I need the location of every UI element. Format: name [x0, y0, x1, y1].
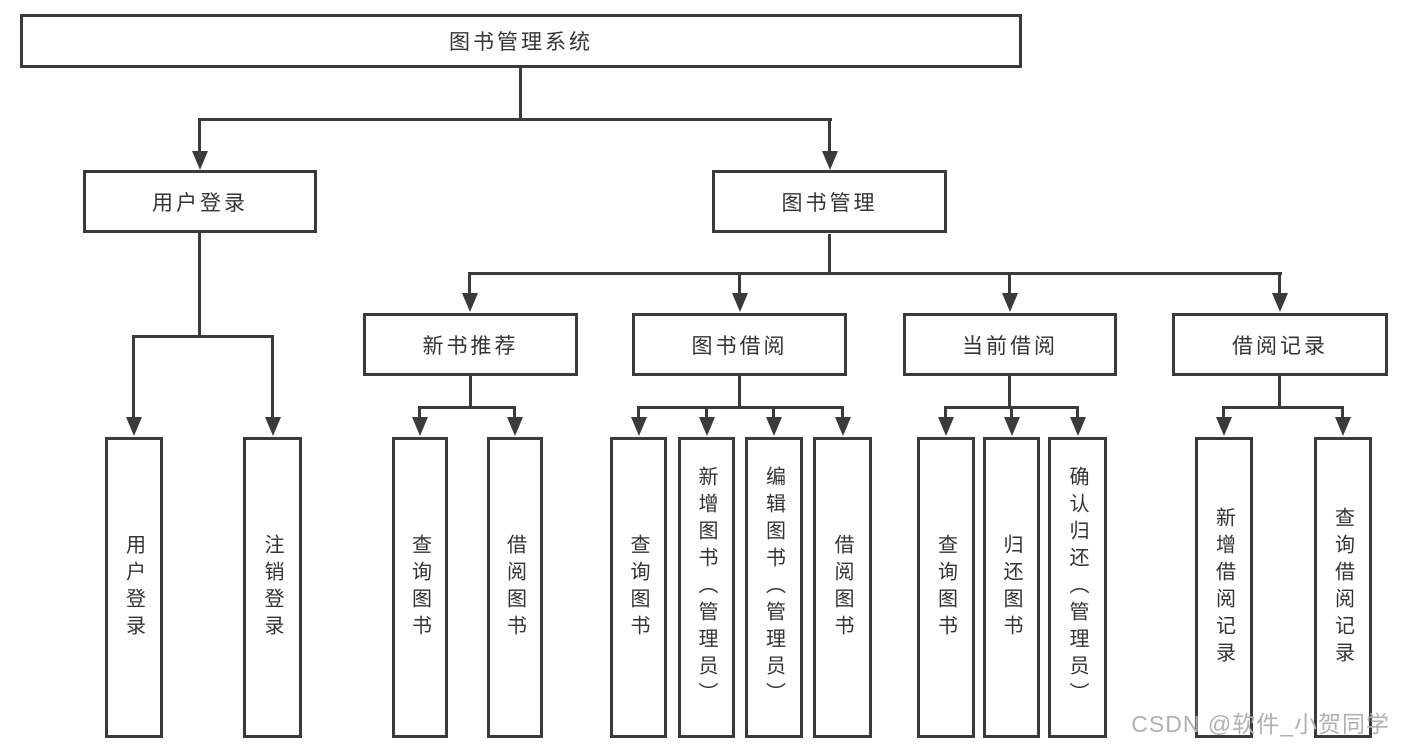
- leaf-query-books-recommend-label: 查询图书: [408, 533, 431, 642]
- connector-root-split: [198, 118, 832, 121]
- leaf-query-books-recommend: 查询图书: [392, 437, 448, 738]
- connector-user-login-split: [132, 335, 274, 338]
- arrow-to-book-borrow-icon: [738, 272, 741, 293]
- leaf-add-books-admin-label: 新增图书（管理员）: [695, 466, 717, 709]
- leaf-confirm-return-admin-label: 确认归还（管理员）: [1066, 466, 1088, 709]
- leaf-user-login: 用户登录: [105, 437, 163, 738]
- leaf-edit-books-admin-label: 编辑图书（管理员）: [762, 466, 785, 709]
- arrow-current-query-icon: [944, 406, 947, 417]
- leaf-query-borrow-record-label: 查询借阅记录: [1331, 506, 1354, 669]
- arrow-to-leaf-user-login-icon: [132, 335, 135, 417]
- connector-user-login-stem: [198, 233, 201, 335]
- node-user-login: 用户登录: [83, 170, 317, 233]
- leaf-query-borrow-record: 查询借阅记录: [1314, 437, 1372, 738]
- node-borrow-records: 借阅记录: [1172, 313, 1388, 376]
- connector-borrow-records-split: [1222, 406, 1344, 409]
- node-book-borrow: 图书借阅: [632, 313, 847, 376]
- arrow-borrow-borrow-icon: [841, 406, 844, 417]
- node-book-management-label: 图书管理: [781, 191, 878, 215]
- node-new-book-recommend: 新书推荐: [363, 313, 578, 376]
- connector-book-borrow-stem: [738, 376, 741, 406]
- leaf-return-books-label: 归还图书: [1000, 533, 1022, 642]
- leaf-add-books-admin: 新增图书（管理员）: [678, 437, 735, 738]
- connector-book-borrow-split: [637, 406, 844, 409]
- connector-book-management-stem: [828, 234, 831, 272]
- node-borrow-records-label: 借阅记录: [1232, 334, 1328, 358]
- leaf-query-books-current: 查询图书: [917, 437, 975, 738]
- leaf-logout: 注销登录: [243, 437, 302, 738]
- leaf-query-books-borrow: 查询图书: [610, 437, 667, 738]
- watermark: CSDN @软件_小贺同学: [1131, 711, 1390, 737]
- arrow-to-new-book-recommend-icon: [468, 272, 471, 293]
- node-current-borrow: 当前借阅: [903, 313, 1117, 376]
- arrow-records-add-icon: [1222, 406, 1225, 417]
- leaf-borrow-books: 借阅图书: [813, 437, 872, 738]
- node-book-management: 图书管理: [712, 170, 947, 233]
- connector-borrow-records-stem: [1278, 376, 1281, 406]
- leaf-borrow-books-label: 借阅图书: [831, 533, 853, 642]
- arrow-borrow-edit-icon: [772, 406, 775, 417]
- connector-root-stem: [519, 68, 522, 118]
- node-current-borrow-label: 当前借阅: [962, 334, 1058, 358]
- arrow-borrow-add-icon: [705, 406, 708, 417]
- connector-new-book-recommend-stem: [469, 376, 472, 406]
- leaf-edit-books-admin: 编辑图书（管理员）: [745, 437, 803, 738]
- node-book-borrow-label: 图书借阅: [691, 334, 788, 358]
- arrow-recommend-query-icon: [418, 406, 421, 417]
- arrow-recommend-borrow-icon: [513, 406, 516, 417]
- arrow-to-book-management-icon: [828, 118, 831, 151]
- leaf-add-borrow-record-label: 新增借阅记录: [1212, 506, 1235, 669]
- leaf-query-books-current-label: 查询图书: [934, 533, 957, 642]
- node-new-book-recommend-label: 新书推荐: [422, 334, 519, 358]
- arrow-to-user-login-icon: [198, 118, 201, 151]
- arrow-current-confirm-icon: [1076, 406, 1079, 417]
- leaf-borrow-books-recommend-label: 借阅图书: [503, 533, 526, 642]
- arrow-borrow-query-icon: [637, 406, 640, 417]
- leaf-query-books-borrow-label: 查询图书: [627, 533, 649, 642]
- leaf-add-borrow-record: 新增借阅记录: [1195, 437, 1253, 738]
- connector-current-borrow-stem: [1008, 376, 1011, 406]
- arrow-records-query-icon: [1341, 406, 1344, 417]
- arrow-current-return-icon: [1010, 406, 1013, 417]
- leaf-logout-label: 注销登录: [261, 533, 283, 642]
- arrow-to-current-borrow-icon: [1008, 272, 1011, 293]
- leaf-borrow-books-recommend: 借阅图书: [487, 437, 543, 738]
- connector-new-book-recommend-split: [418, 406, 516, 409]
- leaf-return-books: 归还图书: [983, 437, 1040, 738]
- leaf-user-login-label: 用户登录: [122, 533, 145, 642]
- arrow-to-borrow-records-icon: [1278, 272, 1281, 293]
- leaf-confirm-return-admin: 确认归还（管理员）: [1048, 437, 1107, 738]
- node-root: 图书管理系统: [20, 14, 1022, 68]
- connector-book-management-split: [468, 272, 1282, 275]
- node-user-login-label: 用户登录: [152, 191, 248, 215]
- node-root-label: 图书管理系统: [449, 31, 593, 54]
- arrow-to-leaf-logout-icon: [271, 335, 274, 417]
